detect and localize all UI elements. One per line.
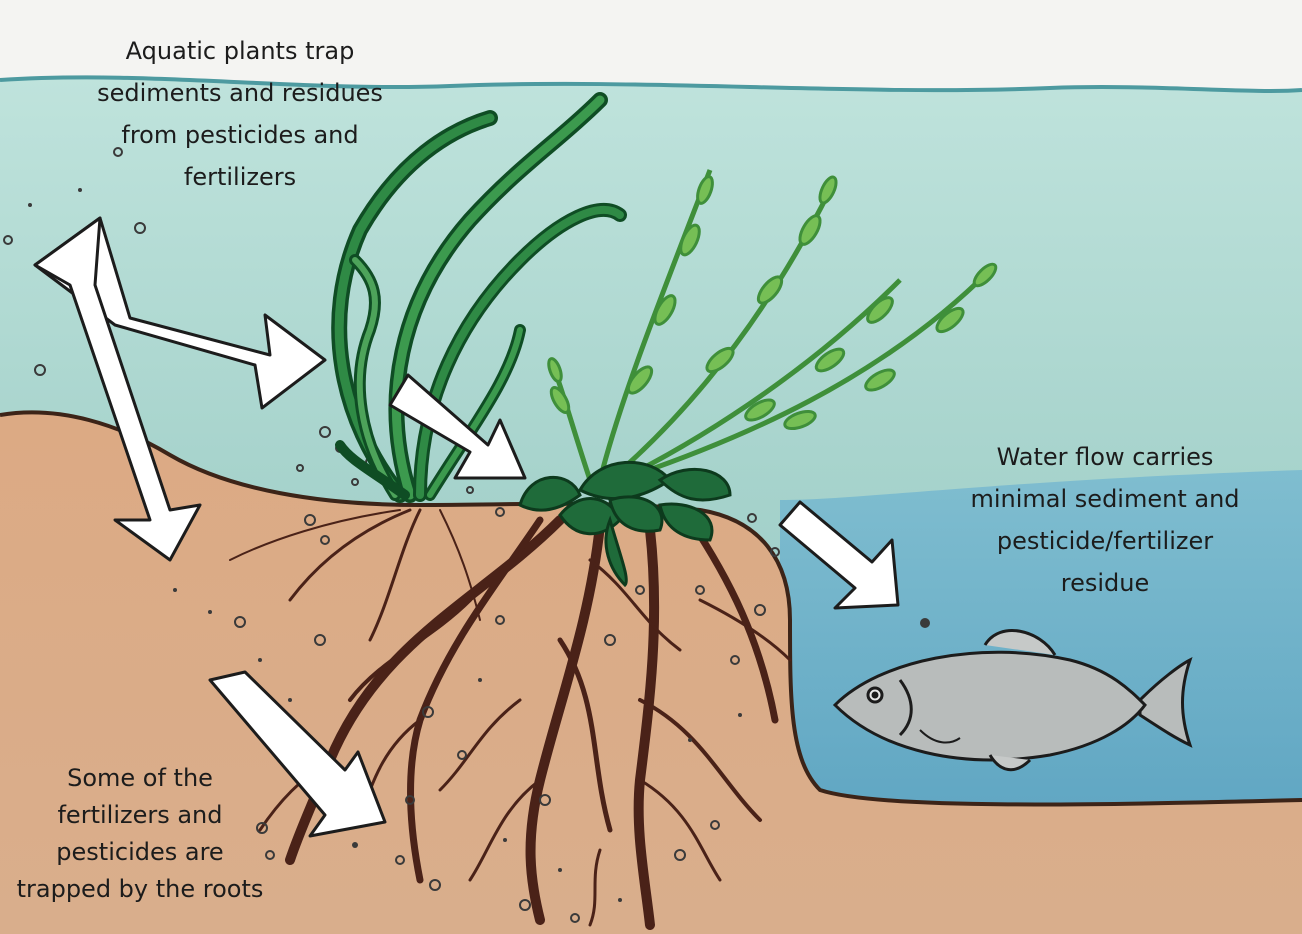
label-plants-trap: Aquatic plants trap sediments and residu… [97,37,383,191]
milfoil-leaflets [547,175,998,431]
plant-rosette [518,460,732,588]
label-roots-trap: Some of the fertilizers and pesticides a… [16,764,264,903]
label-water-flow: Water flow carries minimal sediment and … [970,443,1240,597]
fish [832,629,1193,771]
arrow-into-roots [208,670,387,838]
arrows [33,216,900,838]
water-surface-line [0,75,1302,93]
arrow-to-deep-water [778,500,900,610]
arrow-down-left [33,216,202,562]
sediment-dots [28,188,930,902]
soil-line [0,410,1302,807]
roots [229,508,792,930]
arrow-into-rosette [388,373,527,480]
milfoil-plant [547,169,998,483]
sediment-particles [3,147,780,923]
